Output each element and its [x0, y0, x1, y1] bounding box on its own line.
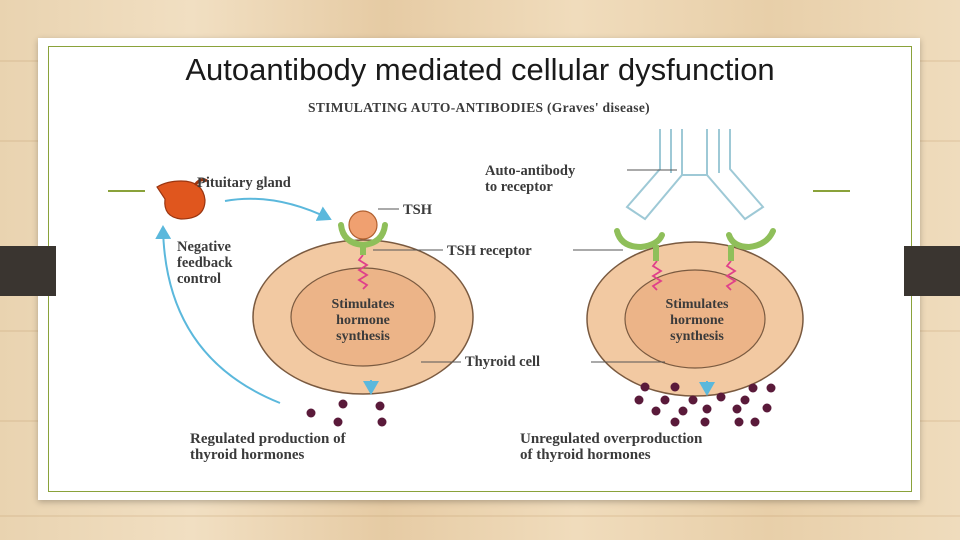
tsh-molecule — [348, 210, 378, 240]
pituitary-gland-label: Pituitary gland — [197, 175, 291, 191]
tsh-receptor-right-1 — [614, 228, 665, 251]
cell-left-line-2: hormone — [336, 313, 390, 328]
accent-line-left — [108, 190, 168, 192]
auto-antibody-label-line-2: to receptor — [485, 179, 553, 195]
hormone-dot — [377, 417, 387, 427]
hormone-dot — [750, 417, 760, 427]
accent-line-right — [788, 190, 850, 192]
hormone-dot — [670, 382, 680, 392]
hormone-dot — [333, 417, 343, 427]
hormone-dot — [702, 404, 712, 414]
regulated-label-line-2: thyroid hormones — [190, 447, 304, 463]
signal-squiggle-right-1 — [651, 260, 663, 291]
signal-squiggle-right-2 — [725, 260, 737, 291]
hormone-dot — [651, 406, 661, 416]
tsh-receptor-label: TSH receptor — [447, 243, 532, 259]
hormone-dot — [678, 406, 688, 416]
hormone-dot — [748, 383, 758, 393]
hormone-dot — [688, 395, 698, 405]
hormone-dot — [306, 408, 316, 418]
negative-feedback-line-1: Negative — [177, 239, 232, 255]
hormone-dot — [762, 403, 772, 413]
hormone-dot — [338, 399, 348, 409]
tsh-label: TSH — [403, 202, 433, 218]
pituitary-to-tsh-arrow — [224, 197, 332, 221]
thyroid-cell-label: Thyroid cell — [465, 354, 540, 370]
tsh-receptor-stem-left — [360, 243, 366, 255]
tsh-receptor-right-2 — [726, 228, 776, 251]
unregulated-label-line-1: Unregulated overproduction — [520, 431, 703, 447]
hormone-dot — [740, 395, 750, 405]
hormone-dot — [660, 395, 670, 405]
right-tab-decoration — [904, 246, 960, 296]
graves-disease-diagram: STIMULATING AUTO-ANTIBODIES (Graves' dis… — [145, 97, 813, 463]
hormone-dot — [700, 417, 710, 427]
hormone-dot — [716, 392, 726, 402]
hormone-dot — [640, 382, 650, 392]
hormone-dot — [734, 417, 744, 427]
auto-antibody-icon — [625, 129, 765, 221]
nucleus-right — [624, 269, 766, 369]
hormone-dot — [634, 395, 644, 405]
hormone-dot — [670, 417, 680, 427]
hormone-dots-regulated — [306, 399, 387, 427]
negative-feedback-line-3: control — [177, 271, 221, 287]
hormone-dot — [375, 401, 385, 411]
cell-right-line-2: hormone — [670, 313, 724, 328]
slide-title: Autoantibody mediated cellular dysfuncti… — [185, 52, 775, 87]
left-tab-decoration — [0, 246, 56, 296]
pituitary-gland-icon — [156, 180, 206, 220]
cell-right-line-1: Stimulates — [666, 297, 730, 312]
signal-squiggle-left — [357, 254, 369, 290]
pituitary-stalk — [193, 178, 208, 186]
auto-antibody-label-line-1: Auto-antibody — [485, 163, 576, 179]
regulated-label-line-1: Regulated production of — [190, 431, 347, 447]
hormone-dots-unregulated — [634, 382, 776, 427]
unregulated-label-line-2: of thyroid hormones — [520, 447, 651, 463]
cell-left-line-1: Stimulates — [332, 297, 396, 312]
negative-feedback-line-2: feedback — [177, 255, 234, 271]
figure-header: STIMULATING AUTO-ANTIBODIES (Graves' dis… — [308, 100, 650, 115]
cell-left-line-3: synthesis — [336, 329, 390, 344]
tsh-receptor-stem-right-2 — [728, 245, 734, 261]
hormone-dot — [766, 383, 776, 393]
cell-right-line-3: synthesis — [670, 329, 724, 344]
hormone-dot — [732, 404, 742, 414]
negative-feedback-arrow — [155, 225, 281, 404]
tsh-receptor-stem-right-1 — [653, 245, 659, 261]
